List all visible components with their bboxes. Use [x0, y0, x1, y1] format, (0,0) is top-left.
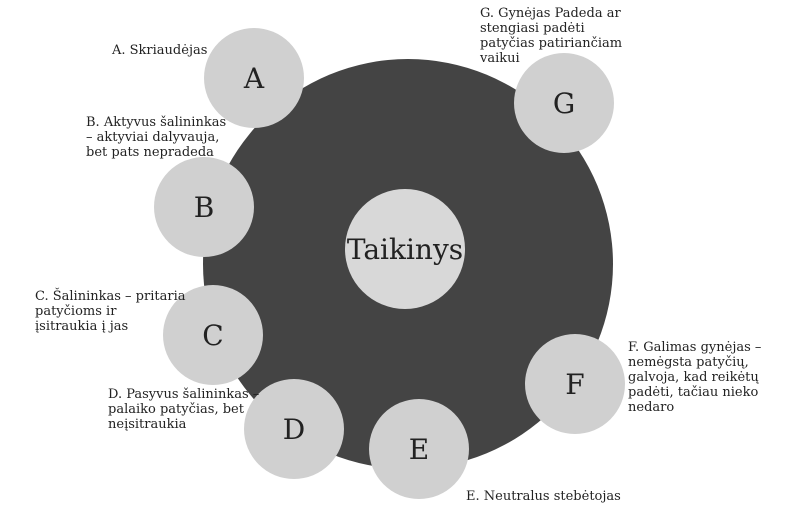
- label-b: B. Aktyvus šalininkas – aktyviai dalyvau…: [86, 115, 227, 160]
- center-label: Taikinys: [346, 232, 464, 266]
- label-d: D. Pasyvus šalininkas – palaiko patyčias…: [108, 387, 260, 432]
- label-f: F. Galimas gynėjas – nemėgsta patyčių, g…: [628, 340, 762, 415]
- node-f: F: [525, 334, 625, 434]
- node-a: A: [204, 28, 304, 128]
- node-b-letter: B: [193, 190, 215, 224]
- node-c-letter: C: [202, 318, 224, 352]
- node-a-letter: A: [243, 61, 265, 95]
- node-c: C: [163, 285, 263, 385]
- node-e-letter: E: [408, 432, 430, 466]
- node-g: G: [514, 53, 614, 153]
- center-circle: Taikinys: [345, 189, 465, 309]
- label-a: A. Skriaudėjas: [112, 43, 208, 58]
- node-f-letter: F: [565, 367, 585, 401]
- node-e: E: [369, 399, 469, 499]
- node-g-letter: G: [552, 86, 576, 120]
- label-g: G. Gynėjas Padeda ar stengiasi padėti pa…: [480, 6, 623, 66]
- node-d: D: [244, 379, 344, 479]
- label-c: C. Šalininkas – pritaria patyčioms ir įs…: [35, 289, 186, 334]
- node-b: B: [154, 157, 254, 257]
- node-d-letter: D: [282, 412, 306, 446]
- label-e: E. Neutralus stebėtojas: [466, 489, 621, 504]
